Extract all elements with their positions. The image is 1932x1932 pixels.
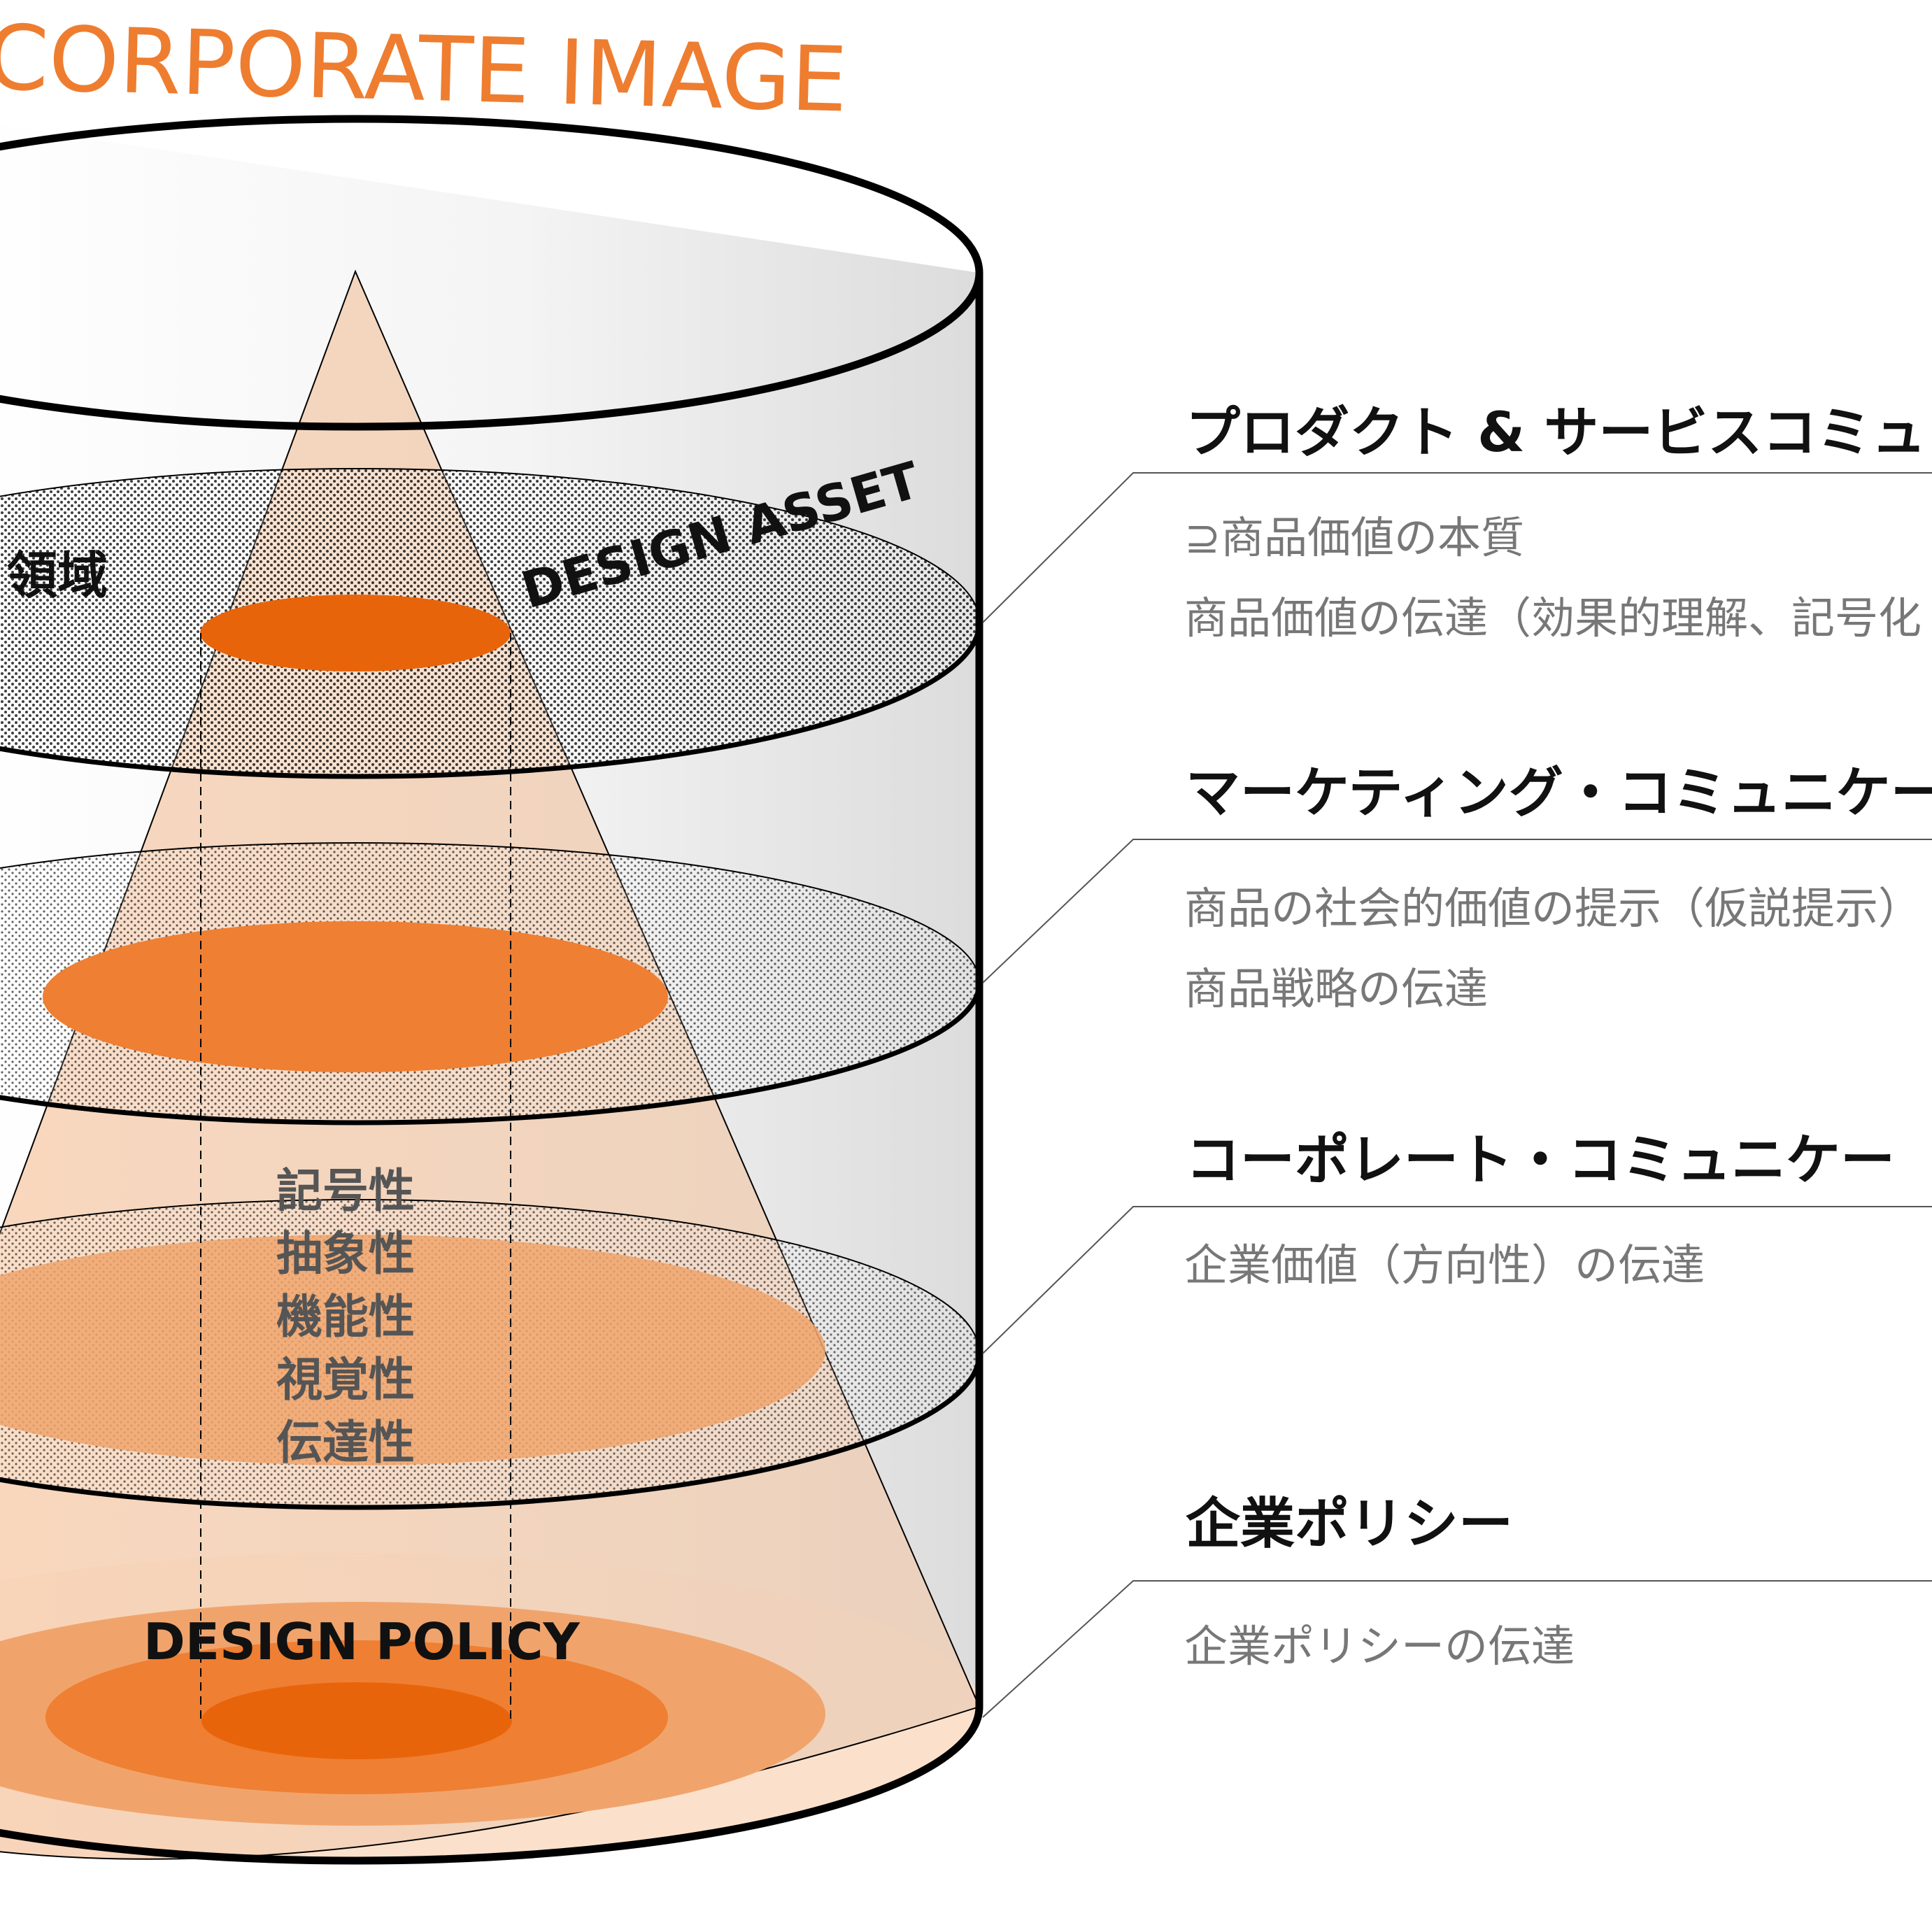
leader-line-3 <box>982 1206 1932 1354</box>
layer-heading-product-service: プロダクト & サービスコミュ <box>1186 402 1926 464</box>
layer-disc-1 <box>200 595 511 672</box>
layer-heading-corporate: コーポレート・コミュニケー <box>1186 1129 1895 1192</box>
layer-disc-2 <box>43 921 668 1072</box>
layer-description: 企業価値（方向性）の伝達 <box>1184 1240 1705 1291</box>
layer-description: 商品戦略の伝達 <box>1184 963 1488 1014</box>
layer-plate-3-front-edge <box>0 1353 982 1510</box>
leader-line-2 <box>982 839 1932 983</box>
design-policy-label: DESIGN POLICY <box>143 1612 581 1671</box>
cone-attribute: 記号性 <box>276 1164 415 1218</box>
layer-description: 企業ポリシーの伝達 <box>1184 1621 1575 1672</box>
cone-attribute: 伝達性 <box>276 1416 415 1470</box>
diagram-title: CORPORATE IMAGE <box>0 6 848 132</box>
layer-description: 商品価値の伝達（効果的理解、記号化 <box>1184 592 1922 644</box>
layer-description: 商品の社会的価値の提示（仮説提示） <box>1184 883 1922 934</box>
layer-heading-policy: 企業ポリシー <box>1186 1493 1513 1556</box>
cone-attribute: 機能性 <box>276 1290 415 1344</box>
layer-plate-2-front-edge <box>0 982 982 1125</box>
leader-line-1 <box>982 472 1932 623</box>
cone-attribute: 視覚性 <box>276 1353 415 1407</box>
layer-disc-3 <box>0 1235 825 1465</box>
cone-attribute: 抽象性 <box>276 1227 415 1281</box>
layer-description: ⊇商品価値の本質 <box>1184 512 1524 563</box>
leader-line-4 <box>982 1580 1932 1718</box>
cylinder-bottom-rim <box>0 1706 983 1865</box>
layer-heading-marketing: マーケティング・コミュニケー <box>1186 762 1932 825</box>
layer-plate-1-front-edge <box>0 622 982 779</box>
policy-ring-core <box>201 1682 512 1759</box>
left-partial-label: 領域 <box>7 546 108 605</box>
